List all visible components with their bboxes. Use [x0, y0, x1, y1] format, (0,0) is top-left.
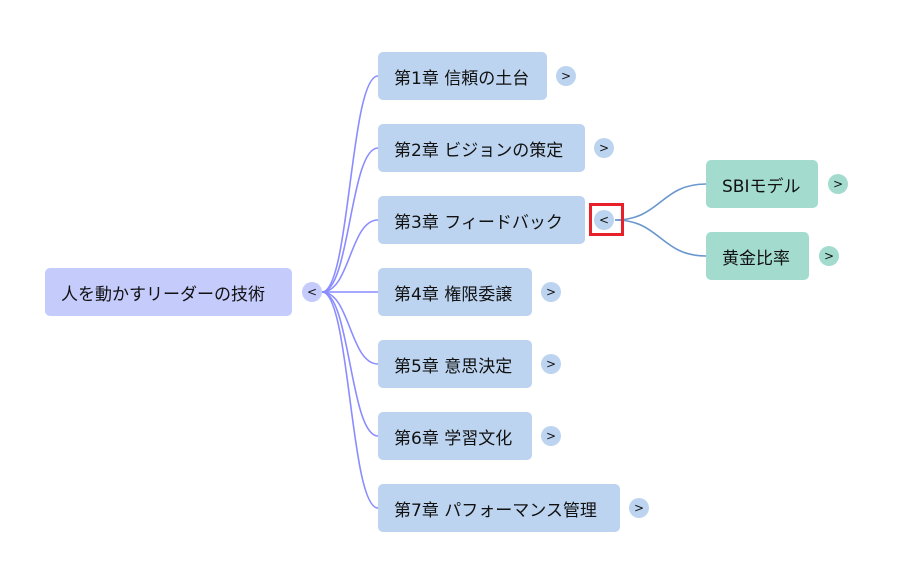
subtopic-label: 黄金比率 [722, 248, 790, 269]
chapter-node-7[interactable]: 第7章 パフォーマンス管理 [378, 484, 620, 532]
root-edge [321, 75, 379, 293]
chapter-label: 第3章 フィードバック [394, 212, 563, 233]
chapter-node-5[interactable]: 第5章 意思決定 [378, 340, 532, 388]
highlight-box [589, 203, 624, 236]
chapter-node-2[interactable]: 第2章 ビジョンの策定 [378, 124, 585, 172]
chapter-label: 第5章 意思決定 [394, 356, 513, 377]
chapter-3-toggle[interactable]: < [594, 210, 614, 230]
chapter-label: 第2章 ビジョンの策定 [394, 140, 564, 161]
root-collapse-toggle[interactable]: < [302, 282, 322, 302]
chapter3-edge [614, 183, 707, 221]
root-label: 人を動かすリーダーの技術 [61, 284, 265, 305]
root-edge [321, 291, 379, 365]
chapter-node-4[interactable]: 第4章 権限委譲 [378, 268, 532, 316]
subtopic-label: SBIモデル [722, 176, 801, 197]
chapter-label: 第1章 信頼の土台 [394, 68, 530, 89]
root-edge [321, 291, 379, 437]
chapter-6-toggle[interactable]: > [541, 426, 561, 446]
chapter-node-6[interactable]: 第6章 学習文化 [378, 412, 532, 460]
chapter-4-toggle[interactable]: > [541, 282, 561, 302]
chapter-2-toggle[interactable]: > [594, 138, 614, 158]
chapter3-edge [614, 219, 707, 257]
root-edge [321, 147, 379, 293]
chapter-label: 第4章 権限委譲 [394, 284, 513, 305]
chapter-node-3[interactable]: 第3章 フィードバック [378, 196, 585, 244]
chapter-label: 第6章 学習文化 [394, 428, 513, 449]
root-edge [321, 219, 379, 293]
subtopic-2-toggle[interactable]: > [819, 246, 839, 266]
subtopic-1-toggle[interactable]: > [828, 174, 848, 194]
root-node[interactable]: 人を動かすリーダーの技術 [45, 268, 292, 316]
chapter-label: 第7章 パフォーマンス管理 [394, 500, 597, 521]
root-edge [321, 291, 379, 509]
chapter-7-toggle[interactable]: > [629, 498, 649, 518]
subtopic-node-2[interactable]: 黄金比率 [706, 232, 809, 280]
chapter-node-1[interactable]: 第1章 信頼の土台 [378, 52, 547, 100]
chapter-1-toggle[interactable]: > [556, 66, 576, 86]
subtopic-node-1[interactable]: SBIモデル [706, 160, 818, 208]
chapter-5-toggle[interactable]: > [541, 354, 561, 374]
